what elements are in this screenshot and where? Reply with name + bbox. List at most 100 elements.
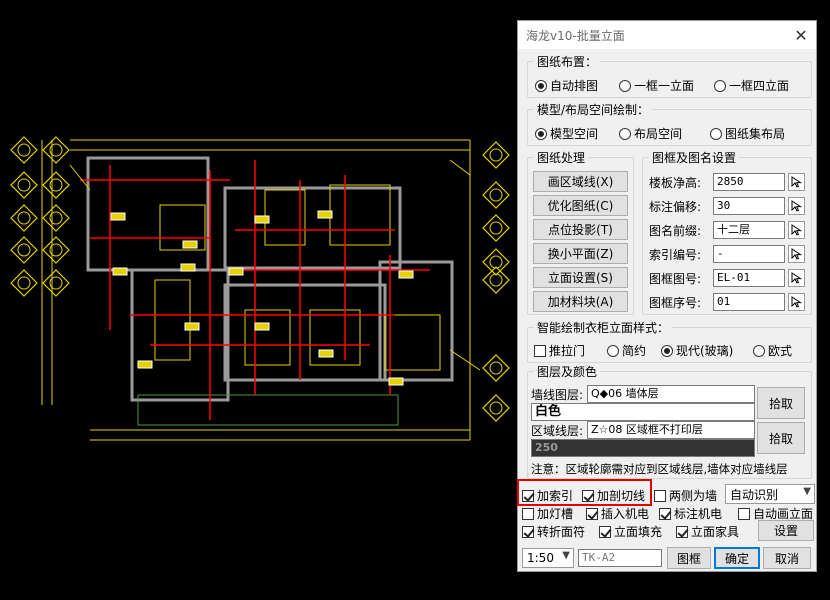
radio-one-frame-one-elevation[interactable]: 一框一立面 [619,77,694,94]
area-layer-input[interactable]: Z☆08 区域框不打印层 [587,421,755,439]
pick-cursor-icon[interactable] [788,221,805,239]
elevation-settings-button[interactable]: 立面设置(S) [533,267,628,288]
walls-both-sides-checkbox[interactable]: 两侧为墙 [654,487,717,504]
pick-wall-layer-button[interactable]: 拾取 [757,387,805,419]
add-material-block-button[interactable]: 加材料块(A) [533,291,628,312]
frame-drawing-number-input[interactable]: EL-01 [713,269,785,287]
elevation-fill-checkbox[interactable]: 立面填充 [599,523,662,540]
frame-name-input[interactable]: TK-A2 [578,549,662,567]
wall-color-swatch[interactable]: 白色 [531,403,755,421]
frame-sequence-input[interactable]: 01 [713,293,785,311]
cancel-button[interactable]: 取消 [763,547,811,569]
checkbox-checked-icon [522,525,534,538]
chevron-down-icon: ▼ [803,486,811,497]
pick-cursor-icon[interactable] [788,245,805,263]
radio-auto-layout[interactable]: 自动排图 [535,77,598,94]
elevation-marker [482,181,510,209]
radio-icon [714,79,726,92]
radio-simple[interactable]: 简约 [607,342,646,359]
optimize-drawing-button[interactable]: 优化图纸(C) [533,195,628,216]
draw-area-line-button[interactable]: 画区域线(X) [533,171,628,192]
room-tag [137,360,153,369]
pick-cursor-icon[interactable] [788,173,805,191]
checkbox-icon [522,507,534,520]
elevation-marker-circle [489,273,503,287]
checkbox-icon [654,489,666,502]
wardrobe-style-legend: 智能绘制衣柜立面样式： [534,319,673,336]
point-projection-button[interactable]: 点位投影(T) [533,219,628,240]
radio-selected-icon [661,344,673,357]
elevation-markers [10,136,510,422]
radio-icon [710,127,722,140]
radio-layout-space[interactable]: 布局空间 [619,125,682,142]
radio-icon [607,344,619,357]
radio-european[interactable]: 欧式 [753,342,792,359]
room-tag [317,210,333,219]
radio-icon [619,79,631,92]
radio-one-frame-four-elevations[interactable]: 一框四立面 [714,77,789,94]
elevation-marker [42,171,70,199]
elevation-marker-circle [489,361,503,375]
insert-mep-checkbox[interactable]: 插入机电 [586,505,649,522]
elevation-furniture-checkbox[interactable]: 立面家具 [676,523,739,540]
room-tag [254,322,270,331]
elevation-marker [10,269,38,297]
frame-settings-group: 图框及图名设置 楼板净高: 2850 标注偏移: 30 图名前缀: 十二层 索引… [642,149,812,315]
checkbox-icon [738,507,750,520]
wardrobe-style-group: 智能绘制衣柜立面样式： 推拉门 简约 现代(玻璃) 欧式 [527,319,812,363]
title-prefix-label: 图名前缀: [649,224,702,238]
elevation-marker [482,214,510,242]
radio-icon [753,344,765,357]
turn-face-symbol-checkbox[interactable]: 转折面符 [522,523,585,540]
pick-cursor-icon[interactable] [788,293,805,311]
add-section-line-checkbox[interactable]: 加剖切线 [582,487,645,504]
elevation-marker-circle [49,243,63,257]
room-tag [112,267,128,276]
dialog-titlebar: 海龙v10-批量立面 ✕ [518,21,816,49]
space-group: 模型/布局空间绘制： 模型空间 布局空间 图纸集布局 [527,101,812,146]
layers-group: 图层及颜色 墙线图层: Q◆06 墙体层 白色 拾取 区域线层: Z☆08 区域… [527,363,812,479]
pick-cursor-icon[interactable] [788,269,805,287]
wall-layer-input[interactable]: Q◆06 墙体层 [587,385,755,403]
room-tag [110,212,126,221]
index-number-input[interactable]: - [713,245,785,263]
room-tags [110,210,414,386]
title-prefix-input[interactable]: 十二层 [713,221,785,239]
annotate-mep-checkbox[interactable]: 标注机电 [659,505,722,522]
close-icon[interactable]: ✕ [794,25,808,45]
settings-button[interactable]: 设置 [758,520,814,541]
add-light-slot-checkbox[interactable]: 加灯槽 [522,505,573,522]
frame-sequence-label: 图框序号: [649,296,702,310]
elevation-marker [482,248,510,276]
radio-modern-glass[interactable]: 现代(玻璃) [661,342,733,359]
room-tag [182,240,198,249]
pick-area-layer-button[interactable]: 拾取 [757,422,805,454]
radio-model-space[interactable]: 模型空间 [535,125,598,142]
area-layer-label: 区域线层: [531,424,584,438]
radio-sheet-set-layout[interactable]: 图纸集布局 [710,125,785,142]
change-plan-button[interactable]: 换小平面(Z) [533,243,628,264]
elevation-marker-circle [489,188,503,202]
layer-note-text: 注意：区域轮廓需对应到区域线层,墙体对应墙线层 [531,462,788,476]
add-index-checkbox[interactable]: 加索引 [522,487,573,504]
checkbox-checked-icon [582,489,594,502]
elevation-marker [482,266,510,294]
ok-button[interactable]: 确定 [714,547,760,569]
frame-button[interactable]: 图框 [667,547,711,569]
sliding-door-checkbox[interactable]: 推拉门 [534,342,585,359]
elevation-marker [42,269,70,297]
floor-height-input[interactable]: 2850 [713,173,785,191]
elevation-marker-circle [49,178,63,192]
room-tag [318,349,334,358]
pick-cursor-icon[interactable] [788,197,805,215]
dimension-offset-input[interactable]: 30 [713,197,785,215]
elevation-marker-circle [489,221,503,235]
batch-elevation-dialog: 海龙v10-批量立面 ✕ 图纸布置： 自动排图 一框一立面 一框四立面 模型/布… [517,20,817,572]
checkbox-checked-icon [522,489,534,502]
auto-detect-select[interactable]: 自动识别▼ [725,484,815,504]
processing-legend: 图纸处理 [534,149,589,166]
scale-select[interactable]: 1:50▼ [522,548,574,568]
area-color-swatch[interactable]: 250 [531,439,755,457]
auto-draw-elevation-checkbox[interactable]: 自动画立面 [738,505,813,522]
